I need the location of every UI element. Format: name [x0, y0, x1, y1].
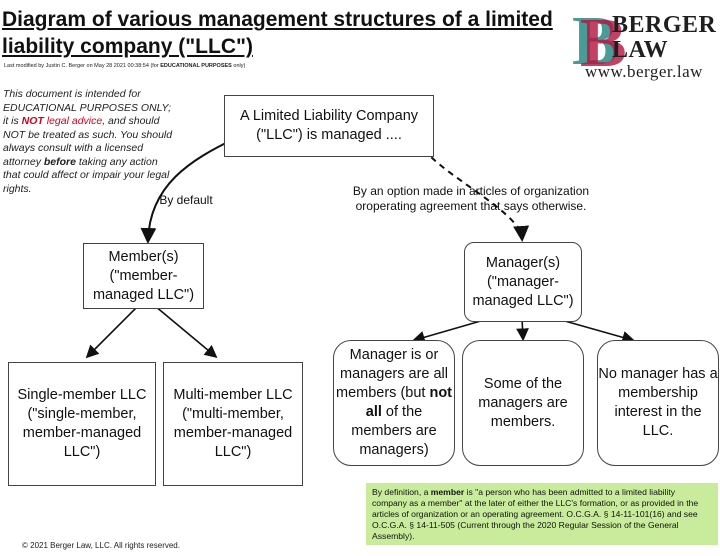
node-no-manager-member: No manager has a membership interest in …	[597, 340, 719, 466]
member-definition-note: By definition, a member is "a person who…	[366, 483, 718, 545]
all-members-text-a: Manager is or managers are all members (…	[335, 347, 448, 401]
disclaimer-text: This document is intended for EDUCATIONA…	[3, 88, 178, 196]
modified-suffix: only)	[231, 63, 246, 69]
berger-law-logo-b: B B	[572, 6, 627, 70]
disclaimer-part3: , and should NOT be treated as such. You…	[3, 115, 173, 168]
disclaimer-not: NOT	[21, 115, 44, 127]
logo-word-law: LAW	[612, 37, 669, 63]
logo-word-berger: BERGER	[612, 12, 717, 38]
edge-label-default: By default	[159, 193, 213, 207]
edge-label-option: By an option made in articles of organiz…	[352, 184, 590, 213]
last-modified-line: Last modified by Justin C. Berger on May…	[4, 63, 245, 69]
note-member: member	[430, 487, 465, 497]
disclaimer-before: before	[43, 155, 76, 168]
node-some-managers-members: Some of the managers are members.	[462, 340, 584, 466]
edge-members-single	[85, 305, 139, 359]
modified-bold: EDUCATIONAL PURPOSES	[160, 63, 232, 69]
disclaimer-part1: This document is intended for EDUCATIONA…	[3, 88, 172, 127]
node-managers-all-members: Manager is or managers are all members (…	[333, 340, 455, 466]
page-title: Diagram of various management structures…	[2, 8, 553, 58]
node-managers: Manager(s) ("manager-managed LLC")	[464, 242, 582, 322]
edge-default	[140, 137, 237, 244]
svg-text:B: B	[580, 6, 627, 70]
modified-prefix: Last modified by Justin C. Berger on May…	[4, 63, 161, 69]
logo-url: www.berger.law	[585, 62, 703, 81]
svg-text:B: B	[572, 6, 619, 70]
note-suffix: is "a person who has been admitted to a …	[372, 487, 699, 541]
node-single-member: Single-member LLC ("single-member, membe…	[8, 362, 156, 486]
all-members-text-b: of the members are managers)	[351, 404, 437, 458]
node-multi-member: Multi-member LLC ("multi-member, member-…	[163, 362, 303, 486]
edge-members-multi	[154, 305, 218, 359]
disclaimer-part4: taking any action that could affect or i…	[3, 155, 170, 195]
node-members: Member(s) ("member-managed LLC")	[83, 243, 204, 309]
disclaimer-part2: legal advice	[43, 115, 103, 127]
copyright: © 2021 Berger Law, LLC. All rights reser…	[22, 541, 180, 550]
node-root: A Limited Liability Company ("LLC") is m…	[224, 95, 434, 157]
all-members-not-all: not all	[365, 385, 453, 420]
note-prefix: By definition, a	[372, 487, 431, 497]
